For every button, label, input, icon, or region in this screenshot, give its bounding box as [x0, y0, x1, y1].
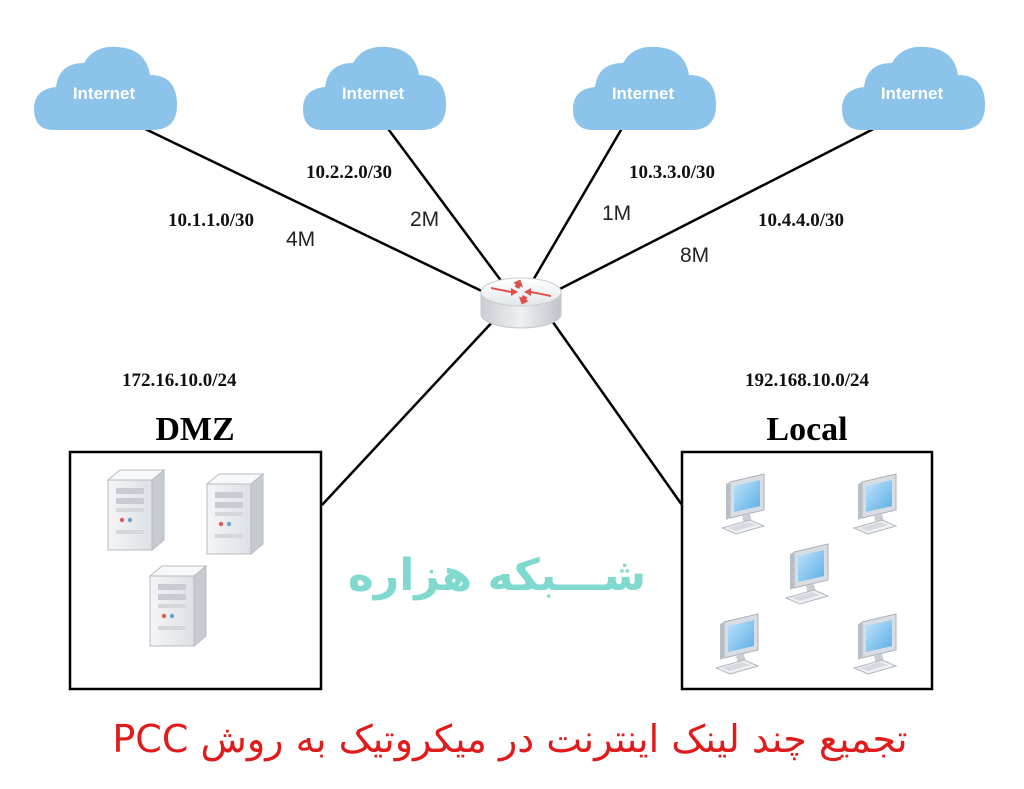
router-icon [480, 277, 562, 329]
internet-cloud-4: Internet [842, 46, 986, 130]
local-subnet: 192.168.10.0/24 [745, 370, 870, 391]
link-line-1 [109, 110, 491, 297]
link-3-subnet: 10.3.3.0/30 [629, 162, 715, 183]
link-line-2 [378, 117, 504, 283]
local-title: Local [766, 411, 847, 448]
cloud-label: Internet [881, 84, 944, 103]
server-icon [107, 469, 165, 551]
links [109, 110, 896, 506]
link-2-subnet: 10.2.2.0/30 [306, 162, 392, 183]
link-1-bandwidth: 4M [286, 228, 315, 251]
link-1-subnet: 10.1.1.0/30 [168, 210, 254, 231]
link-line-dmz [321, 317, 497, 506]
internet-cloud-3: Internet [573, 46, 717, 130]
server-icon [206, 473, 264, 555]
link-4-subnet: 10.4.4.0/30 [758, 210, 844, 231]
server-icon [149, 565, 207, 647]
dmz-subnet: 172.16.10.0/24 [122, 370, 237, 391]
link-3-bandwidth: 1M [602, 202, 631, 225]
cloud-label: Internet [73, 84, 136, 103]
link-line-local [548, 317, 684, 506]
watermark: شـــبکه هزاره [348, 550, 646, 601]
caption-title: تجمیع چند لینک اینترنت در میکروتیک به رو… [112, 717, 907, 762]
link-4-bandwidth: 8M [680, 244, 709, 267]
internet-cloud-1: Internet [34, 46, 178, 130]
cloud-label: Internet [612, 84, 675, 103]
link-line-4 [547, 116, 896, 297]
link-line-3 [530, 117, 630, 283]
cloud-label: Internet [342, 84, 405, 103]
link-2-bandwidth: 2M [410, 208, 439, 231]
dmz-title: DMZ [155, 411, 234, 448]
internet-cloud-2: Internet [303, 46, 447, 130]
